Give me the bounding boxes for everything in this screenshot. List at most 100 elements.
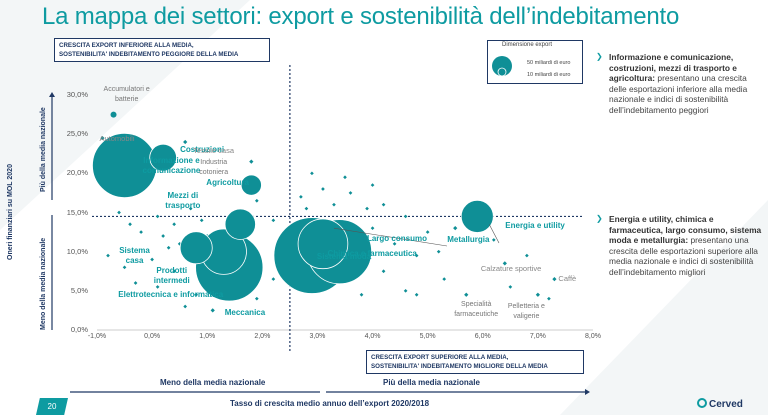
- data-point-small: [133, 281, 138, 285]
- bullet-2-bold: Energia e utility, chimica e farmaceutic…: [609, 214, 762, 245]
- y-axis-arrow-head: [49, 92, 55, 97]
- data-point-small: [392, 241, 397, 246]
- x-axis-less-label: Meno della media nazionale: [160, 378, 266, 387]
- data-point-small: [188, 206, 193, 211]
- y-tick-label: 15,0%: [66, 207, 88, 217]
- bubble-label: Sistema moda: [316, 251, 372, 261]
- logo-text: Cerved: [709, 399, 743, 410]
- x-tick-label: -1,0%: [87, 333, 107, 340]
- data-point-small: [370, 226, 375, 231]
- x-tick-label: 8,0%: [585, 333, 601, 340]
- data-point-small: [183, 304, 188, 309]
- bullet-1: Informazione e comunicazione, costruzion…: [596, 52, 762, 115]
- data-bubble: [224, 208, 256, 240]
- bubble-label: Energia e utility: [505, 221, 565, 231]
- data-point-small: [381, 202, 386, 207]
- data-point-labeled: [453, 226, 458, 231]
- bubble-label: Calzature sportive: [480, 264, 542, 274]
- data-point-small: [161, 234, 165, 238]
- x-tick-label: 3,0%: [309, 333, 326, 340]
- data-point-small: [365, 206, 369, 211]
- bubble-label: Automobili: [99, 134, 135, 144]
- data-point-accumulatori: [110, 111, 117, 118]
- bullet-2: Energia e utility, chimica e farmaceutic…: [596, 214, 762, 277]
- y-tick-label: 30,0%: [66, 90, 88, 99]
- x-tick-label: 6,0%: [474, 333, 491, 340]
- data-point-small: [194, 292, 199, 297]
- data-point-small: [508, 285, 513, 289]
- quadrant-box-bottom-line1: CRESCITA EXPORT SUPERIORE ALLA MEDIA,: [371, 354, 509, 361]
- quadrant-box-top-line1: CRESCITA EXPORT INFERIORE ALLA MEDIA,: [59, 42, 194, 49]
- x-axis-more-label: Più della media nazionale: [383, 378, 480, 387]
- data-bubble: [179, 231, 213, 265]
- bullet-arrow-icon: ❯: [596, 214, 603, 223]
- data-point-small: [128, 222, 132, 227]
- bullet-1-bold: Informazione e comunicazione, costruzion…: [609, 52, 737, 83]
- data-point-small: [106, 253, 110, 258]
- x-axis-arrow-line: [70, 389, 590, 395]
- data-point-small: [139, 230, 143, 234]
- y-tick-label: 25,0%: [66, 129, 88, 139]
- data-point-small: [122, 265, 127, 270]
- data-point-labeled: [249, 159, 254, 164]
- page-number: 20: [36, 398, 68, 415]
- x-tick-label: 2,0%: [254, 333, 271, 340]
- y-axis-less-label: Meno della media nazionale: [40, 237, 47, 330]
- data-point-labeled: [535, 292, 541, 297]
- y-tick-label: 0,0%: [70, 325, 88, 334]
- data-point-small: [172, 222, 176, 227]
- data-point-labeled: [100, 135, 105, 141]
- bubble-label: Costruzioni: [180, 144, 225, 154]
- data-point-small: [321, 187, 325, 191]
- data-point-small: [166, 245, 171, 250]
- quadrant-box-top-left: CRESCITA EXPORT INFERIORE ALLA MEDIA, SO…: [54, 38, 270, 62]
- data-point-small: [155, 214, 160, 219]
- data-point-small: [150, 257, 154, 262]
- data-point-small: [271, 277, 276, 281]
- data-point-small: [343, 175, 347, 180]
- bubble-label: Metallurgia: [447, 235, 490, 245]
- legend-small-label: 10 miliardi di euro: [527, 72, 571, 78]
- data-point-small: [299, 194, 303, 199]
- bubble-label: Chimica e farmaceutica: [327, 248, 417, 258]
- y-tick-label: 10,0%: [66, 246, 88, 256]
- data-point-small: [525, 253, 529, 258]
- data-bubble: [149, 143, 177, 172]
- y-axis-title: Oneri finanziari su MOL 2020: [7, 164, 14, 260]
- legend-circles: [492, 56, 512, 77]
- data-point-labeled: [552, 276, 557, 282]
- data-point-small: [310, 171, 314, 176]
- bubble-label: Agricoltura: [206, 178, 249, 188]
- data-point-small: [254, 296, 259, 301]
- data-bubble: [460, 199, 494, 233]
- page-title: La mappa dei settori: export e sostenibi…: [42, 3, 680, 30]
- label-leader-line: [489, 224, 500, 244]
- data-point-small: [547, 296, 551, 301]
- data-point-labeled: [502, 261, 507, 266]
- x-tick-label: 7,0%: [529, 333, 546, 340]
- bubble-label: Elettrotecnica e informatica: [118, 290, 224, 300]
- bullet-1-text: presentano una crescita delle esportazio…: [609, 73, 748, 115]
- bubble-label: Largo consumo: [366, 233, 427, 243]
- bubble-label: Caffè: [558, 274, 577, 284]
- label-leader-line: [333, 227, 448, 247]
- x-tick-label: 1,0%: [199, 333, 216, 340]
- legend-title: Dimensione export: [502, 42, 553, 48]
- data-point-small: [348, 191, 353, 195]
- data-point-small: [117, 210, 121, 215]
- x-tick-label: 5,0%: [419, 333, 436, 340]
- x-tick-label: 0,0%: [144, 333, 161, 340]
- data-point-small: [403, 288, 408, 293]
- data-point-small: [359, 292, 364, 297]
- data-point-small: [425, 230, 430, 234]
- data-point-small: [199, 218, 204, 223]
- data-point-small: [442, 277, 447, 281]
- data-point-labeled: [210, 308, 215, 313]
